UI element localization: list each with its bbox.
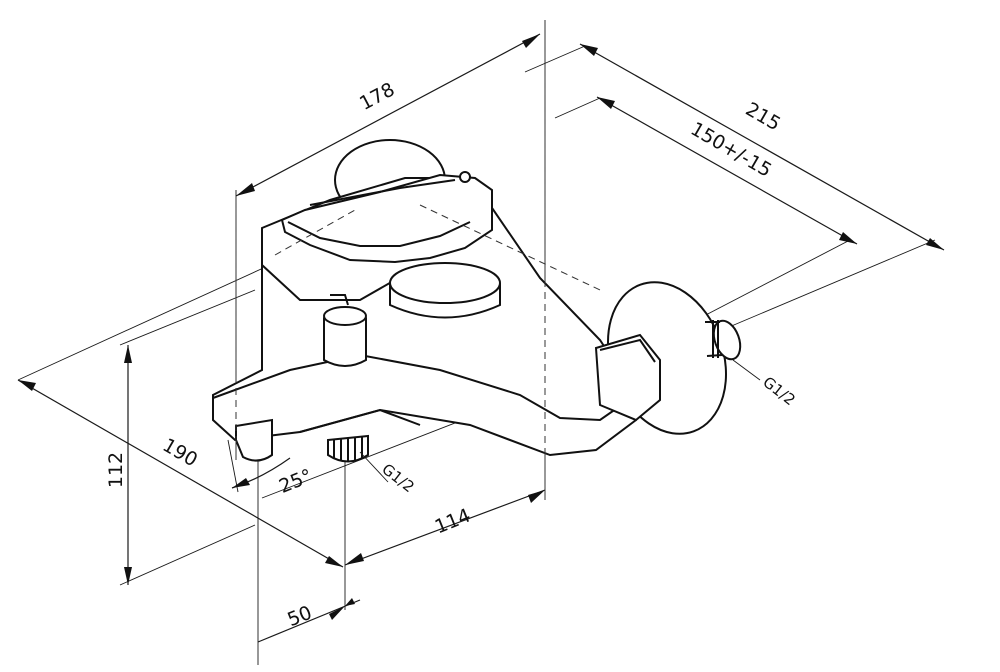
dim-178-label: 178 xyxy=(356,78,398,114)
angle-25-label: 25° xyxy=(276,465,315,498)
faucet xyxy=(212,139,742,463)
cartridge-cap xyxy=(389,262,501,304)
callout-leaders xyxy=(359,359,761,483)
dim-215-label: 215 xyxy=(742,98,784,135)
thread-side-label: G1/2 xyxy=(759,373,798,409)
dim-112-label: 112 xyxy=(105,452,127,488)
dim-50-label: 50 xyxy=(284,602,315,631)
dimension-lines xyxy=(17,33,945,643)
center-lines xyxy=(235,40,601,500)
side-connection xyxy=(594,333,661,422)
side-threaded-connector xyxy=(705,319,742,361)
dim-114-label: 114 xyxy=(432,504,474,538)
spout-outlet xyxy=(235,418,273,462)
dim-190-label: 190 xyxy=(159,434,201,471)
bottom-threaded-connector xyxy=(327,434,369,463)
thread-bottom-label: G1/2 xyxy=(378,460,417,496)
